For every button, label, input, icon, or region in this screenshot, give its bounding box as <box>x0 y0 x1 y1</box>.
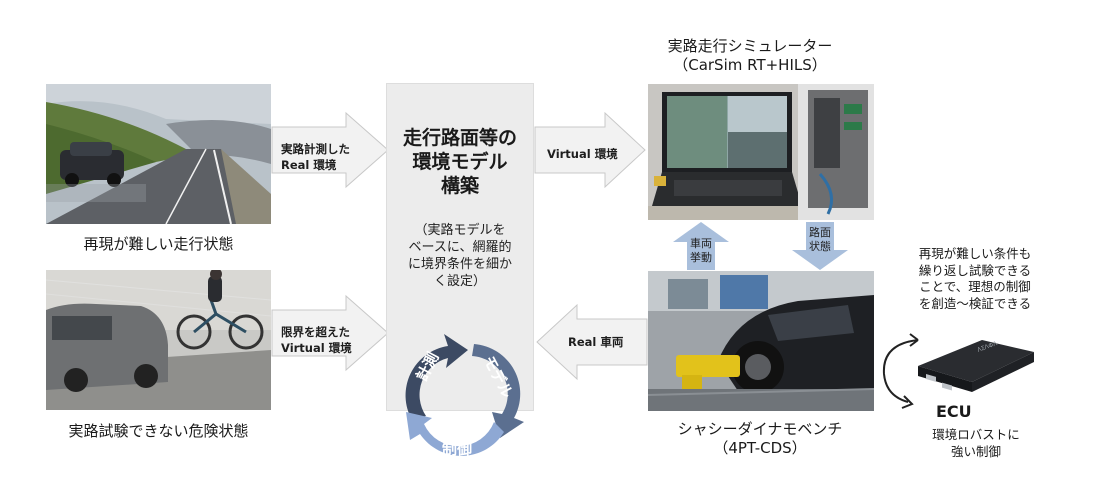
center-sub-line3: に境界条件を細か <box>407 257 512 272</box>
real-env-label-line2: Real 環境 <box>281 158 337 172</box>
real-vehicle-arrow <box>536 303 648 381</box>
simulator-title: 実路走行シミュレーター （CarSim RT+HILS） <box>640 37 860 75</box>
center-subtitle: （実路モデルを ベースに、網羅的 に境界条件を細か く設定） <box>387 222 533 290</box>
cycle-arrow-measure <box>405 334 468 420</box>
virtual-env-arrow-right <box>534 111 646 189</box>
road-condition-line2: 状態 <box>809 240 831 253</box>
center-sub-line4: く設定） <box>433 274 486 289</box>
chassis-dyno-caption-line1: シャシーダイナモベンチ <box>677 420 843 438</box>
ecu-sub-line1: 環境ロバストに <box>932 427 1020 442</box>
virtual-env-left-label-line2: Virtual 環境 <box>281 341 352 355</box>
note-line1: 再現が難しい条件も <box>918 246 1032 261</box>
chassis-dyno-caption-line2: （4PT-CDS） <box>713 439 807 457</box>
note-line3: ことで、理想の制御 <box>919 279 1031 294</box>
note-line2: 繰り返し試験できる <box>918 262 1032 278</box>
virtual-env-arrow-left-label: 限界を超えた Virtual 環境 <box>281 324 352 356</box>
real-vehicle-arrow-label: Real 車両 <box>568 335 624 349</box>
road-photo <box>46 84 271 224</box>
cyclist-photo <box>46 270 271 410</box>
center-title-line1: 走行路面等の <box>402 127 517 149</box>
vehicle-behavior-label: 車両 挙動 <box>690 237 712 265</box>
center-title: 走行路面等の 環境モデル 構築 <box>387 126 533 198</box>
virtual-env-left-label-line1: 限界を超えた <box>281 325 350 339</box>
repeatable-testing-note: 再現が難しい条件も 繰り返し試験できる ことで、理想の制御 を創造～検証できる <box>900 246 1050 312</box>
road-condition-line1: 路面 <box>809 226 831 239</box>
simulator-photo <box>648 84 874 220</box>
ecu-title: ECU <box>936 402 972 421</box>
virtual-env-arrow-left <box>271 294 389 372</box>
center-title-line2: 環境モデル <box>412 151 508 173</box>
left-top-caption: 再現が難しい走行状態 <box>83 235 234 253</box>
chassis-dyno-photo <box>648 271 874 411</box>
road-condition-label: 路面 状態 <box>809 226 831 254</box>
ecu-sub-line2: 強い制御 <box>950 443 1001 459</box>
simulator-title-line1: 実路走行シミュレーター <box>667 37 833 55</box>
note-line4: を創造～検証できる <box>918 295 1032 311</box>
cycle-label-control: 制御 <box>442 440 473 458</box>
vehicle-behavior-line2: 挙動 <box>690 251 712 264</box>
center-sub-line2: ベースに、網羅的 <box>408 240 512 255</box>
center-title-line3: 構築 <box>440 175 479 197</box>
center-sub-line1: （実路モデルを <box>414 223 506 238</box>
real-env-arrow <box>271 111 389 189</box>
measure-model-control-cycle <box>405 334 524 456</box>
real-env-label-line1: 実路計測した <box>281 142 350 156</box>
ecu-subtitle: 環境ロバストに 強い制御 <box>920 427 1032 460</box>
cycle-arrow-model <box>472 344 524 438</box>
ecu-device-image: ΛΣΛΦΛ <box>912 336 1036 394</box>
vehicle-behavior-arrow <box>673 222 729 270</box>
virtual-env-arrow-right-label: Virtual 環境 <box>547 147 618 161</box>
chassis-dyno-caption: シャシーダイナモベンチ （4PT-CDS） <box>640 420 880 458</box>
cycle-arrow-control <box>406 412 504 456</box>
simulator-title-line2: （CarSim RT+HILS） <box>673 56 827 74</box>
left-bottom-caption: 実路試験できない危険状態 <box>68 422 249 440</box>
ecu-loop-arrow <box>882 333 919 409</box>
vehicle-behavior-line1: 車両 <box>690 237 712 250</box>
road-condition-arrow <box>792 222 848 270</box>
real-env-arrow-label: 実路計測した Real 環境 <box>281 141 350 173</box>
